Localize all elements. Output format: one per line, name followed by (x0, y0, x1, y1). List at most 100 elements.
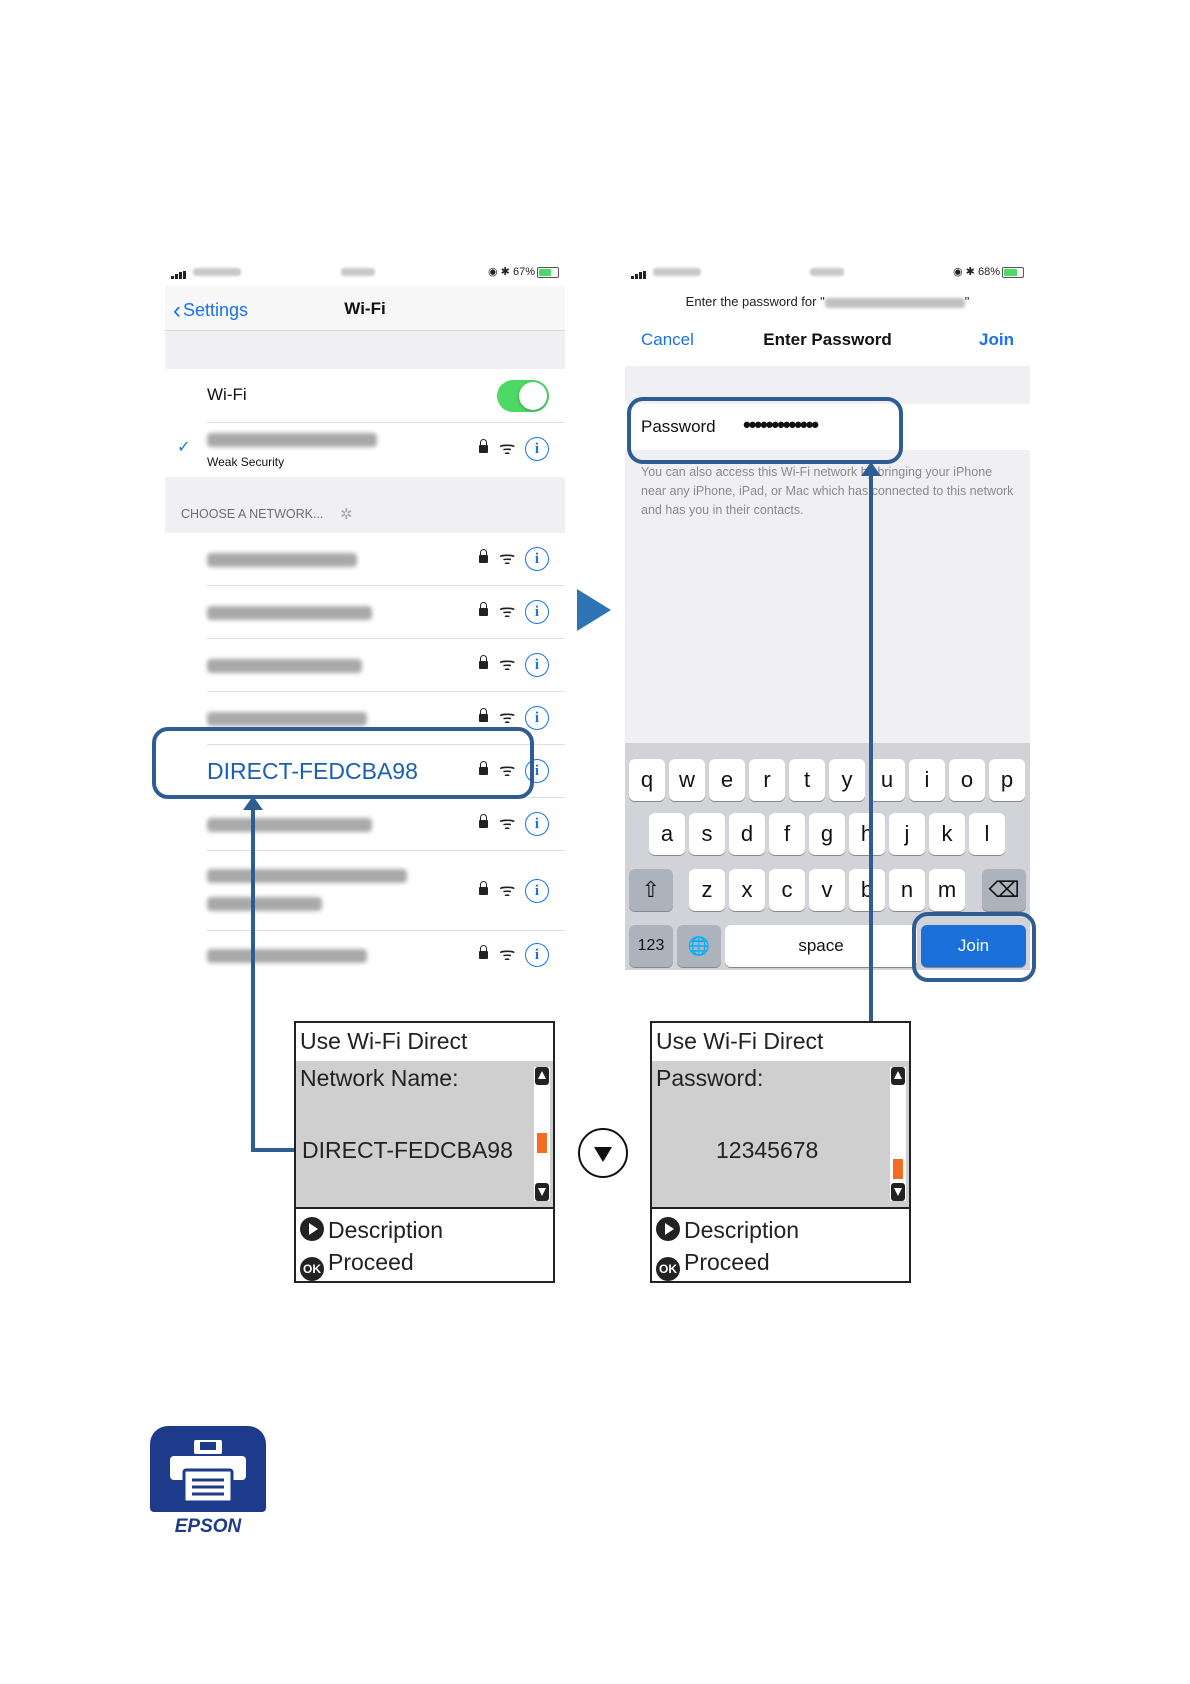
key-n[interactable]: n (889, 869, 925, 911)
key-q[interactable]: q (629, 759, 665, 801)
key-f[interactable]: f (769, 813, 805, 855)
lcd-body: Password: 12345678 (652, 1061, 909, 1209)
shift-key[interactable]: ⇧ (629, 869, 673, 911)
numbers-key[interactable]: 123 (629, 925, 673, 967)
key-c[interactable]: c (769, 869, 805, 911)
play-icon (656, 1217, 680, 1241)
back-button[interactable]: ‹Settings (173, 297, 249, 324)
network-name-blurred (207, 949, 367, 963)
join-button-top[interactable]: Join (979, 330, 1014, 349)
key-y[interactable]: y (829, 759, 865, 801)
wifi-toggle[interactable] (497, 380, 549, 412)
connector-line (251, 806, 255, 1152)
key-b[interactable]: b (849, 869, 885, 911)
info-icon[interactable]: i (525, 943, 549, 967)
info-icon[interactable]: i (525, 759, 549, 783)
lock-icon (479, 814, 488, 828)
key-g[interactable]: g (809, 813, 845, 855)
key-a[interactable]: a (649, 813, 685, 855)
carrier-name-blurred (653, 268, 701, 276)
status-right: ◉ ✱ 68% (953, 265, 1024, 278)
key-j[interactable]: j (889, 813, 925, 855)
wifi-signal-icon: ᯤ (499, 944, 516, 964)
key-h[interactable]: h (849, 813, 885, 855)
lcd-option-description: Description (656, 1217, 799, 1244)
scroll-thumb (893, 1159, 903, 1179)
key-z[interactable]: z (689, 869, 725, 911)
key-r[interactable]: r (749, 759, 785, 801)
network-name-blurred (207, 712, 367, 726)
status-right: ◉ ✱ 67% (488, 265, 559, 278)
info-icon[interactable]: i (525, 437, 549, 461)
delete-key[interactable]: ⌫ (982, 869, 1026, 911)
section-header-label: CHOOSE A NETWORK... (181, 507, 324, 521)
wifi-toggle-row: Wi-Fi (165, 369, 565, 423)
wifi-signal-icon: ᯤ (499, 880, 516, 900)
section-spacer (165, 331, 565, 369)
space-key[interactable]: space (725, 925, 917, 967)
info-icon[interactable]: i (525, 653, 549, 677)
globe-key[interactable]: 🌐 (677, 925, 721, 967)
lcd-label: Password: (656, 1065, 764, 1091)
network-name-blurred (207, 897, 322, 911)
lock-icon (479, 439, 488, 453)
down-button-icon (578, 1128, 628, 1178)
key-k[interactable]: k (929, 813, 965, 855)
key-l[interactable]: l (969, 813, 1005, 855)
join-key[interactable]: Join (921, 925, 1026, 967)
battery-icon (537, 266, 559, 278)
scroll-thumb (537, 1133, 547, 1153)
network-name-blurred (207, 659, 362, 673)
key-e[interactable]: e (709, 759, 745, 801)
connector-line (869, 472, 873, 1152)
key-w[interactable]: w (669, 759, 705, 801)
key-v[interactable]: v (809, 869, 845, 911)
lock-icon (479, 549, 488, 563)
info-icon[interactable]: i (525, 600, 549, 624)
ok-icon: OK (656, 1257, 680, 1281)
printer-lcd-password: Use Wi-Fi Direct Password: 12345678 Desc… (650, 1021, 911, 1283)
key-x[interactable]: x (729, 869, 765, 911)
key-m[interactable]: m (929, 869, 965, 911)
wifi-settings-screenshot: ◉ ✱ 67% ‹Settings Wi-Fi Wi-Fi ✓ Weak Sec… (165, 258, 565, 968)
key-o[interactable]: o (949, 759, 985, 801)
key-i[interactable]: i (909, 759, 945, 801)
wifi-signal-icon: ᯤ (499, 438, 516, 458)
lock-icon (479, 708, 488, 722)
network-name-blurred (207, 869, 407, 883)
chevron-left-icon: ‹ (173, 297, 181, 324)
key-s[interactable]: s (689, 813, 725, 855)
lcd-option-description: Description (300, 1217, 443, 1244)
wifi-toggle-label: Wi-Fi (207, 385, 247, 404)
password-field[interactable]: Password ••••••••••••• (625, 404, 1030, 450)
key-p[interactable]: p (989, 759, 1025, 801)
scroll-up-icon (891, 1067, 905, 1085)
key-d[interactable]: d (729, 813, 765, 855)
info-icon[interactable]: i (525, 547, 549, 571)
time-blurred (341, 268, 375, 276)
nav-bar: ‹Settings Wi-Fi (165, 286, 565, 331)
info-icon[interactable]: i (525, 879, 549, 903)
info-icon[interactable]: i (525, 706, 549, 730)
info-icon[interactable]: i (525, 812, 549, 836)
network-name-blurred (824, 297, 965, 308)
cancel-button[interactable]: Cancel (641, 330, 694, 349)
key-t[interactable]: t (789, 759, 825, 801)
lock-icon (479, 655, 488, 669)
network-name-blurred (207, 433, 377, 447)
network-highlight-frame (152, 727, 534, 799)
lcd-password-value: 12345678 (716, 1137, 819, 1163)
key-u[interactable]: u (869, 759, 905, 801)
printer-lcd-network-name: Use Wi-Fi Direct Network Name: DIRECT-FE… (294, 1021, 555, 1283)
